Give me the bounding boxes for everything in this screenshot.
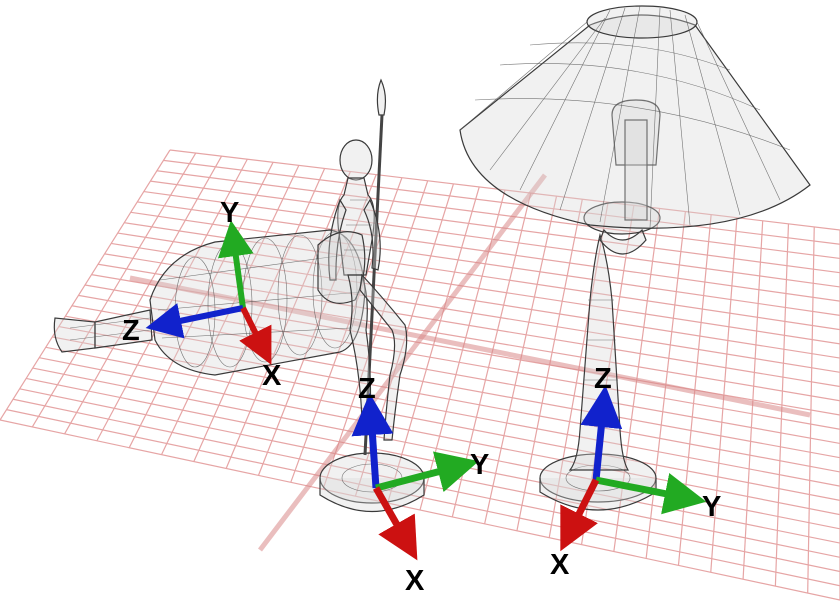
- figure-z-axis-arrow: [372, 428, 376, 488]
- lamp-z-label: Z: [594, 363, 612, 395]
- figure-z-label: Z: [358, 373, 376, 405]
- figure-y-label: Y: [470, 449, 489, 481]
- bottle-z-label: Z: [122, 315, 140, 347]
- bottle-y-label: Y: [220, 197, 239, 229]
- lamp-object[interactable]: [460, 6, 810, 510]
- lamp-x-label: X: [550, 549, 570, 581]
- figure-x-label: X: [405, 565, 425, 597]
- lamp-y-label: Y: [702, 491, 721, 523]
- bottle-x-label: X: [262, 360, 282, 392]
- grid-line: [13, 399, 840, 571]
- grid-line: [46, 347, 840, 500]
